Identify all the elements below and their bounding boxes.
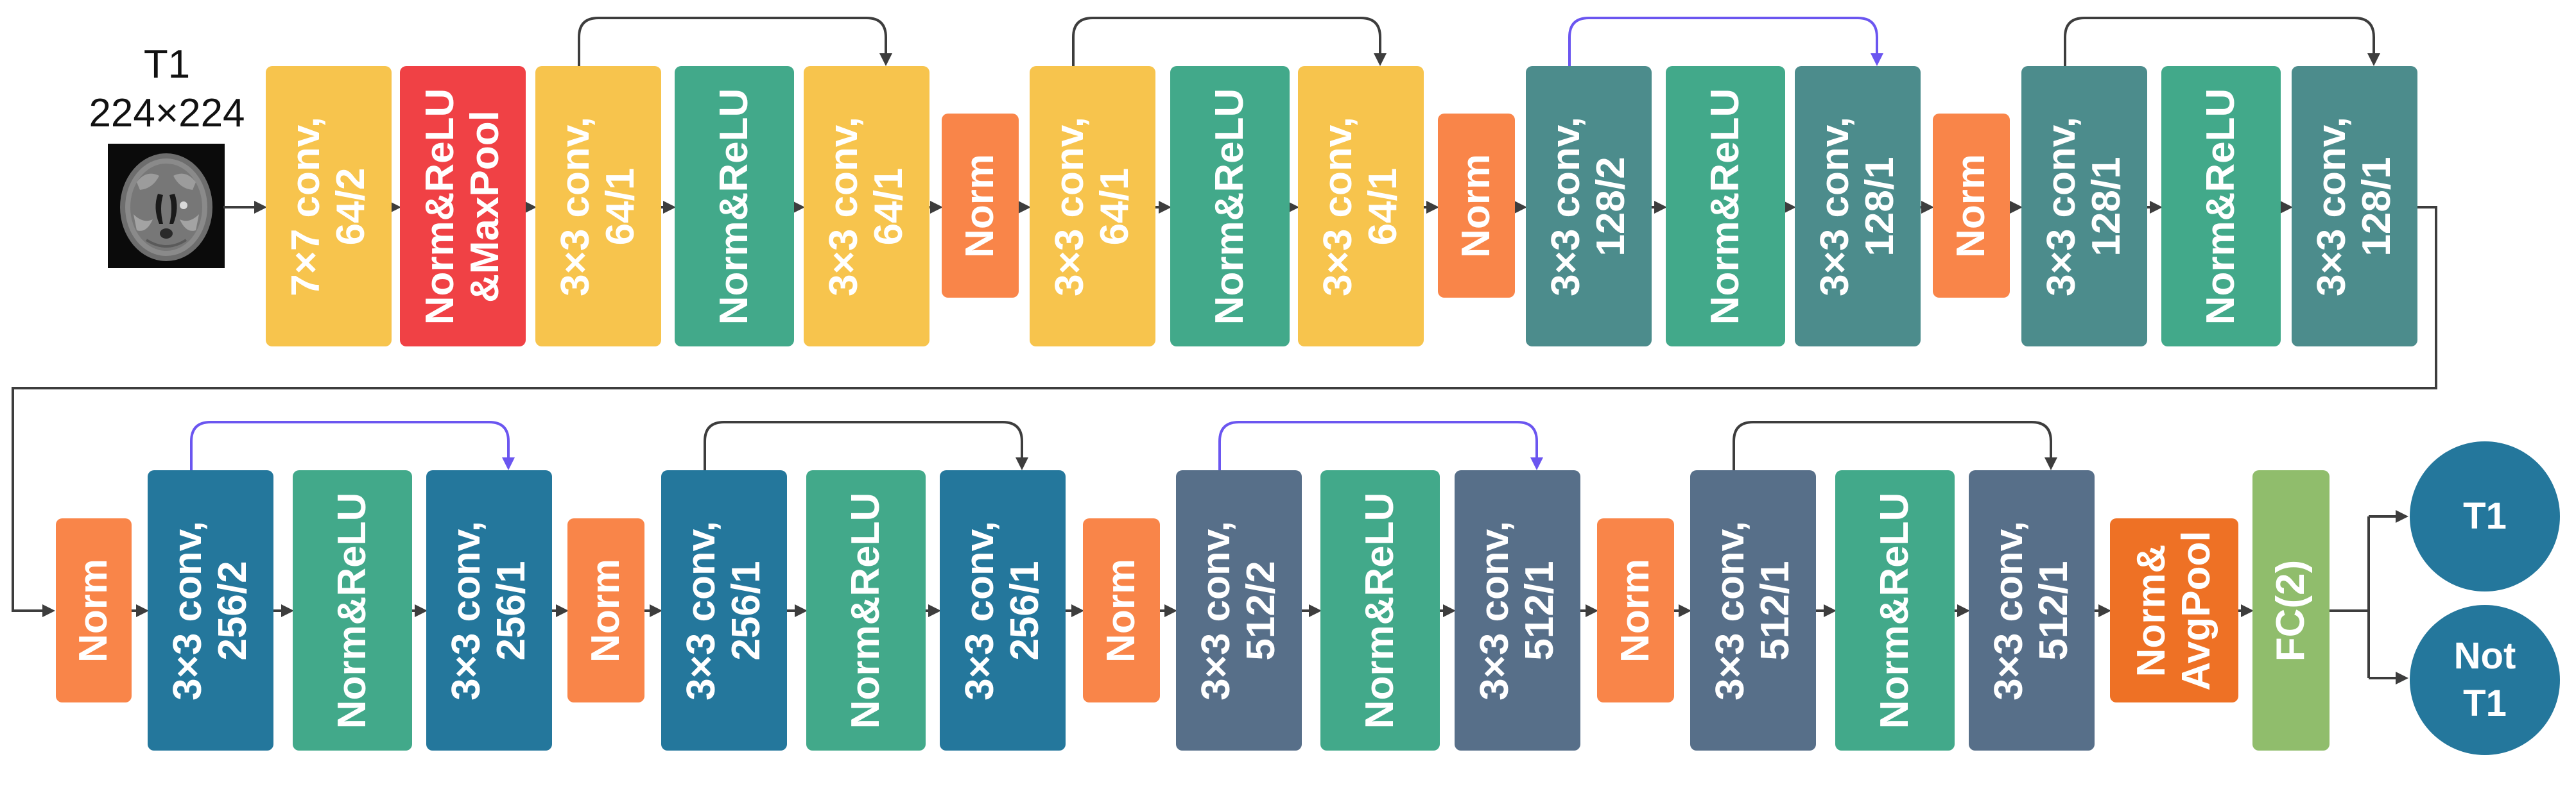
layer-block-r2-8: 3×3 conv, 256/1 (940, 470, 1066, 751)
layer-label: 3×3 conv, 256/1 (444, 520, 533, 701)
layer-label: Norm&ReLU (1207, 88, 1252, 325)
layer-block-r1-13: 3×3 conv, 128/1 (1795, 66, 1921, 346)
layer-block-r2-18: FC(2) (2252, 470, 2330, 751)
layer-block-r1-4: Norm&ReLU (675, 66, 794, 346)
layer-label: Norm&ReLU (330, 492, 374, 729)
layer-block-r1-7: 3×3 conv, 64/1 (1030, 66, 1155, 346)
layer-label: Norm&ReLU (843, 492, 888, 729)
layer-block-r1-12: Norm&ReLU (1666, 66, 1785, 346)
skip-connection-arrow (1733, 421, 2057, 470)
layer-block-r1-5: 3×3 conv, 64/1 (804, 66, 929, 346)
skip-connection-arrow (704, 421, 1028, 470)
layer-block-r1-10: Norm (1438, 114, 1515, 298)
layer-label: 3×3 conv, 64/1 (553, 116, 643, 296)
layer-block-r1-11: 3×3 conv, 128/2 (1526, 66, 1652, 346)
layer-label: Norm (583, 558, 628, 663)
layer-block-r1-2: Norm&ReLU &MaxPool (400, 66, 526, 346)
layer-label: Norm (1099, 558, 1143, 663)
layer-label: 3×3 conv, 256/1 (958, 520, 1047, 701)
layer-label: Norm&ReLU (1358, 492, 1402, 729)
skip-connection-arrow (578, 17, 892, 66)
layer-block-r1-15: 3×3 conv, 128/1 (2021, 66, 2147, 346)
layer-label: 3×3 conv, 256/1 (679, 520, 768, 701)
layer-block-r2-2: 3×3 conv, 256/2 (148, 470, 273, 751)
layer-block-r2-12: 3×3 conv, 512/1 (1455, 470, 1580, 751)
layer-label: Norm& AvgPool (2129, 530, 2218, 691)
layer-label: Norm (958, 153, 1002, 258)
layer-label: 7×7 conv, 64/2 (284, 116, 373, 296)
layer-block-r1-17: 3×3 conv, 128/1 (2292, 66, 2417, 346)
layer-block-r2-5: Norm (567, 518, 644, 702)
layer-label: 3×3 conv, 256/2 (166, 520, 255, 701)
layer-label: Norm (1454, 153, 1498, 258)
layer-block-r2-4: 3×3 conv, 256/1 (426, 470, 552, 751)
layer-block-r2-10: 3×3 conv, 512/2 (1176, 470, 1302, 751)
layer-label: 3×3 conv, 64/1 (1316, 116, 1405, 296)
layer-label: 3×3 conv, 512/1 (1987, 520, 2076, 701)
layer-block-r1-9: 3×3 conv, 64/1 (1298, 66, 1424, 346)
layer-block-r2-17: Norm& AvgPool (2110, 518, 2238, 702)
brain-mri-icon (108, 144, 225, 268)
layer-block-r2-1: Norm (56, 518, 132, 702)
layer-label: 3×3 conv, 512/2 (1194, 520, 1283, 701)
skip-connection-arrow (190, 421, 515, 470)
layer-label: Norm&ReLU (2199, 88, 2243, 325)
layer-label: Norm (1613, 558, 1657, 663)
layer-block-r1-6: Norm (942, 114, 1019, 298)
output-class-node: T1 (2410, 441, 2560, 591)
layer-block-r1-16: Norm&ReLU (2161, 66, 2281, 346)
input-size-label: 224×224 (89, 91, 245, 135)
output-class-label: T1 (2463, 495, 2507, 537)
layer-label: Norm&ReLU (1872, 492, 1917, 729)
layer-block-r1-1: 7×7 conv, 64/2 (266, 66, 392, 346)
input-modality-label: T1 (143, 42, 191, 87)
layer-label: Norm (71, 558, 116, 663)
layer-block-r2-9: Norm (1083, 518, 1160, 702)
layer-block-r2-14: 3×3 conv, 512/1 (1690, 470, 1816, 751)
layer-label: Norm&ReLU (712, 88, 756, 325)
layer-block-r2-11: Norm&ReLU (1320, 470, 1440, 751)
layer-label: 3×3 conv, 128/1 (2310, 116, 2399, 296)
skip-connection-arrow (2064, 17, 2380, 66)
layer-block-r1-14: Norm (1933, 114, 2010, 298)
layer-label: 3×3 conv, 64/1 (1048, 116, 1137, 296)
output-class-label: Not T1 (2453, 635, 2516, 724)
layer-block-r2-7: Norm&ReLU (806, 470, 926, 751)
layer-label: 3×3 conv, 512/1 (1473, 520, 1562, 701)
brain-mri-drawing (108, 144, 225, 268)
layer-block-r2-6: 3×3 conv, 256/1 (661, 470, 787, 751)
input-node: T1 224×224 (71, 44, 263, 275)
layer-label: 3×3 conv, 128/1 (2039, 116, 2129, 296)
layer-block-r2-13: Norm (1597, 518, 1674, 702)
skip-connection-arrow (1218, 421, 1543, 470)
layer-label: Norm&ReLU &MaxPool (418, 88, 507, 325)
layer-block-r1-8: Norm&ReLU (1170, 66, 1290, 346)
layer-label: FC(2) (2269, 559, 2313, 661)
layer-block-r2-15: Norm&ReLU (1835, 470, 1955, 751)
layer-label: 3×3 conv, 64/1 (822, 116, 911, 296)
layer-block-r2-16: 3×3 conv, 512/1 (1969, 470, 2095, 751)
layer-block-r1-3: 3×3 conv, 64/1 (535, 66, 661, 346)
layer-label: Norm (1949, 153, 1993, 258)
skip-connection-arrow (1568, 17, 1883, 66)
skip-connection-arrow (1072, 17, 1387, 66)
layer-label: 3×3 conv, 128/1 (1813, 116, 1902, 296)
layer-block-r2-3: Norm&ReLU (293, 470, 412, 751)
layer-label: 3×3 conv, 512/1 (1708, 520, 1797, 701)
layer-label: 3×3 conv, 128/2 (1544, 116, 1633, 296)
output-class-node: Not T1 (2410, 605, 2560, 755)
layer-label: Norm&ReLU (1703, 88, 1747, 325)
